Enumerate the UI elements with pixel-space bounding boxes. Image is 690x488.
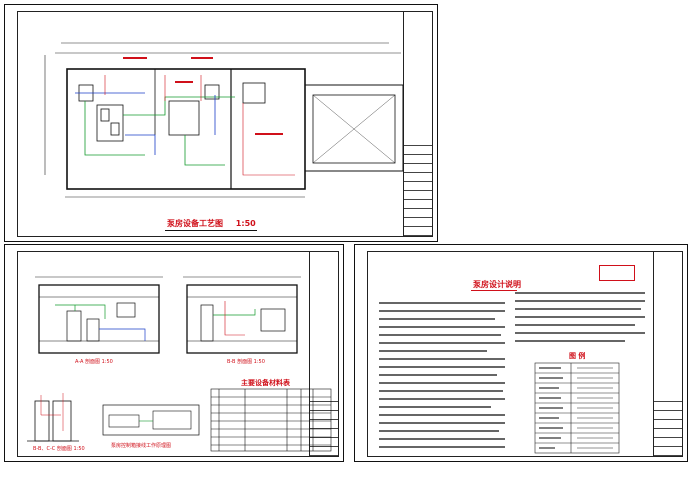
section-a-caption: A-A 剖面图 1:50 — [75, 359, 113, 365]
sheet-plan: 泵房设备工艺图 1:50 — [4, 4, 438, 242]
stamp — [599, 265, 635, 281]
title-block — [653, 252, 682, 456]
notes-text-lines — [379, 292, 645, 454]
section-b-caption: B-B 剖面图 1:50 — [227, 359, 265, 365]
notes-title: 泵房设计说明 — [473, 280, 521, 289]
sheet-notes-frame — [367, 251, 683, 457]
sheet-sections: A-A 剖面图 1:50 B-B 剖面图 1:50 B-B、C-C 剖面图 1:… — [4, 244, 344, 462]
legend-title: 图 例 — [569, 352, 586, 360]
notes-title-underline — [471, 290, 517, 291]
control-panel-caption: 泵房控制箱接线工作原理图 — [111, 443, 172, 449]
title-block — [309, 252, 338, 456]
section-c-caption: B-B、C-C 剖面图 1:50 — [33, 446, 85, 452]
plan-title: 泵房设备工艺图 1:50 — [167, 219, 256, 228]
sheet-notes: 泵房设计说明 — [354, 244, 688, 462]
sections-drawing — [27, 276, 332, 452]
materials-table-title: 主要设备材料表 — [241, 379, 290, 387]
plan-drawing — [44, 42, 404, 198]
plan-title-underline — [165, 230, 257, 231]
sheet-sections-frame — [17, 251, 339, 457]
